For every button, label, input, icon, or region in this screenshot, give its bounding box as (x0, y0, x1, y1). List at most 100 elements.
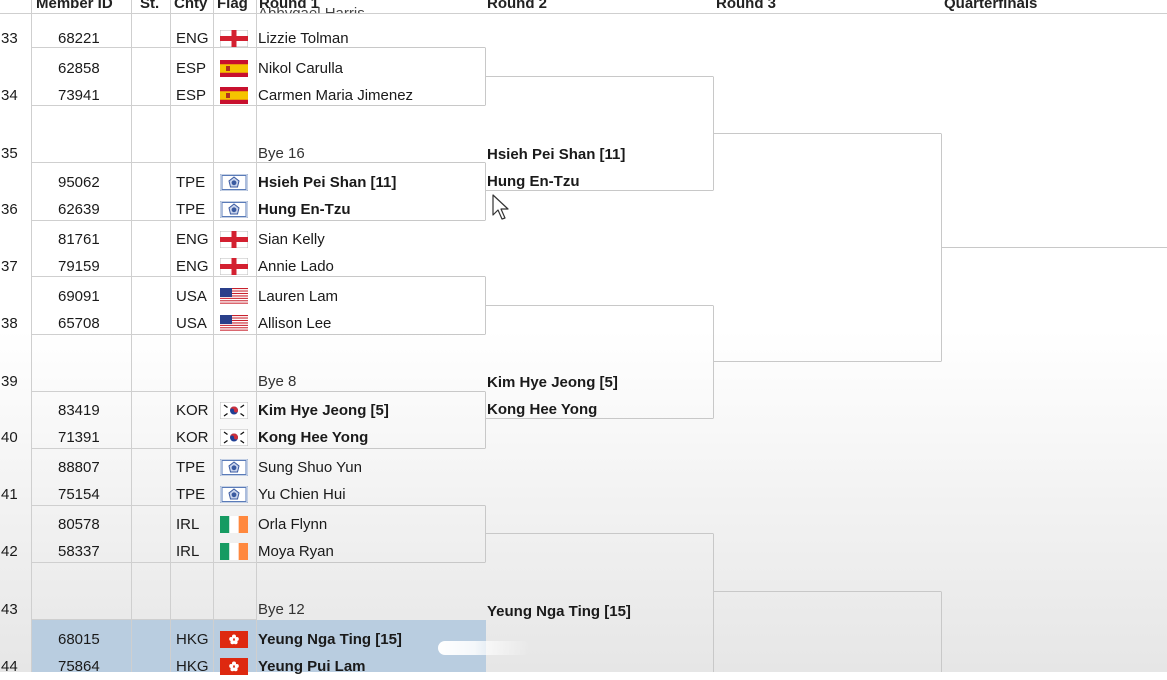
country-code-cell[interactable]: IRL (176, 543, 200, 560)
header-member-id[interactable]: Member ID (36, 0, 113, 12)
hong-kong-flag-icon (220, 658, 248, 675)
row-number[interactable]: 35 (1, 145, 18, 162)
player-name-cell[interactable]: Kong Hee Yong (258, 429, 369, 446)
country-code-cell[interactable]: ENG (176, 231, 209, 248)
member-id-cell[interactable]: 62858 (58, 60, 100, 77)
header-flag[interactable]: Flag (217, 0, 248, 12)
member-id-cell[interactable]: 58337 (58, 543, 100, 560)
member-id-cell[interactable]: 88807 (58, 459, 100, 476)
country-code-cell[interactable]: KOR (176, 429, 209, 446)
chinese-taipei-flag-icon (219, 485, 249, 504)
bye-cell[interactable]: Bye 16 (258, 145, 305, 162)
member-id-cell[interactable]: 95062 (58, 174, 100, 191)
country-code-cell[interactable]: KOR (176, 402, 209, 419)
round2-name[interactable]: Kim Hye Jeong [5] (487, 374, 618, 391)
row-number[interactable]: 34 (1, 87, 18, 104)
country-code-cell[interactable]: ENG (176, 258, 209, 275)
player-name-cell[interactable]: Orla Flynn (258, 516, 328, 533)
header-round3[interactable]: Round 3 (716, 0, 776, 12)
header-st[interactable]: St. (140, 0, 160, 12)
mouse-cursor-icon (492, 194, 509, 220)
player-name-cell[interactable]: Hung En-Tzu (258, 201, 351, 218)
row-number[interactable]: 43 (1, 601, 18, 618)
round2-name[interactable]: Hsieh Pei Shan [11] (487, 146, 626, 163)
row-number[interactable]: 36 (1, 201, 18, 218)
country-code-cell[interactable]: TPE (176, 486, 206, 503)
player-name-cell[interactable]: Carmen Maria Jimenez (258, 87, 414, 104)
member-id-cell[interactable]: 81761 (58, 231, 100, 248)
member-id-cell[interactable]: 73941 (58, 87, 100, 104)
country-code-cell[interactable]: TPE (176, 174, 206, 191)
country-code-cell[interactable]: HKG (176, 631, 209, 648)
chinese-taipei-flag-icon (219, 173, 249, 192)
member-id-cell[interactable]: 69091 (58, 288, 100, 305)
country-code-cell[interactable]: ESP (176, 87, 207, 104)
country-code-cell[interactable]: TPE (176, 201, 206, 218)
header-round2[interactable]: Round 2 (487, 0, 547, 12)
korea-flag-icon (219, 401, 249, 420)
country-code-cell[interactable]: ESP (176, 60, 207, 77)
spain-flag-icon (220, 60, 248, 77)
spain-flag-icon (220, 87, 248, 104)
member-id-cell[interactable]: 68015 (58, 631, 100, 648)
member-id-cell[interactable]: 79159 (58, 258, 100, 275)
player-name-cell[interactable]: Yeung Nga Ting [15] (258, 631, 402, 648)
header-quarterfinals[interactable]: Quarterfinals (944, 0, 1038, 12)
country-code-cell[interactable]: TPE (176, 459, 206, 476)
round2-name[interactable]: Kong Hee Yong (487, 401, 598, 418)
player-name-cell[interactable]: Moya Ryan (258, 543, 334, 560)
player-name-cell[interactable]: Allison Lee (258, 315, 332, 332)
member-id-cell[interactable]: 75864 (58, 658, 100, 675)
player-name-cell[interactable]: Lizzie Tolman (258, 30, 349, 47)
member-id-cell[interactable]: 71391 (58, 429, 100, 446)
member-id-cell[interactable]: 65708 (58, 315, 100, 332)
player-name-cell[interactable]: Sung Shuo Yun (258, 459, 362, 476)
england-flag-icon (219, 257, 249, 276)
member-id-cell[interactable]: 68221 (58, 30, 100, 47)
ireland-flag-icon (220, 516, 248, 533)
row-number[interactable]: 44 (1, 658, 18, 675)
player-name-cell[interactable]: Sian Kelly (258, 231, 325, 248)
row-number[interactable]: 33 (1, 30, 18, 47)
ireland-flag-icon (220, 543, 248, 560)
member-id-cell[interactable]: 62639 (58, 201, 100, 218)
player-name-cell[interactable]: Yeung Pui Lam (258, 658, 366, 675)
chinese-taipei-flag-icon (219, 200, 249, 219)
member-id-cell[interactable]: 83419 (58, 402, 100, 419)
player-name-cell[interactable]: Lauren Lam (258, 288, 339, 305)
member-id-cell[interactable]: 75154 (58, 486, 100, 503)
round2-name[interactable]: Yeung Nga Ting [15] (487, 603, 631, 620)
bye-cell[interactable]: Bye 8 (258, 373, 297, 390)
player-name-cell[interactable]: Annie Lado (258, 258, 334, 275)
row-number[interactable]: 39 (1, 373, 18, 390)
header-cnty[interactable]: Cnty (174, 0, 208, 12)
chinese-taipei-flag-icon (219, 458, 249, 477)
country-code-cell[interactable]: ENG (176, 30, 209, 47)
row-number[interactable]: 42 (1, 543, 18, 560)
player-name-cell[interactable]: Hsieh Pei Shan [11] (258, 174, 397, 191)
row-number[interactable]: 37 (1, 258, 18, 275)
header-round1[interactable]: Round 1 (259, 0, 319, 12)
country-code-cell[interactable]: IRL (176, 516, 200, 533)
round2-name[interactable]: Hung En-Tzu (487, 173, 580, 190)
row-number[interactable]: 41 (1, 486, 18, 503)
row-number[interactable]: 40 (1, 429, 18, 446)
england-flag-icon (219, 29, 249, 48)
partial-top-name[interactable]: Abbygael Harris (258, 5, 365, 13)
selected-row-highlight (31, 620, 486, 672)
player-name-cell[interactable]: Yu Chien Hui (258, 486, 346, 503)
usa-flag-icon (220, 315, 248, 333)
player-name-cell[interactable]: Kim Hye Jeong [5] (258, 402, 389, 419)
usa-flag-icon (220, 288, 248, 306)
bye-cell[interactable]: Bye 12 (258, 601, 305, 618)
country-code-cell[interactable]: USA (176, 288, 207, 305)
selection-handle[interactable] (438, 641, 530, 655)
member-id-cell[interactable]: 80578 (58, 516, 100, 533)
korea-flag-icon (219, 428, 249, 447)
england-flag-icon (219, 230, 249, 249)
player-name-cell[interactable]: Nikol Carulla (258, 60, 344, 77)
country-code-cell[interactable]: HKG (176, 658, 209, 675)
country-code-cell[interactable]: USA (176, 315, 207, 332)
row-number[interactable]: 38 (1, 315, 18, 332)
